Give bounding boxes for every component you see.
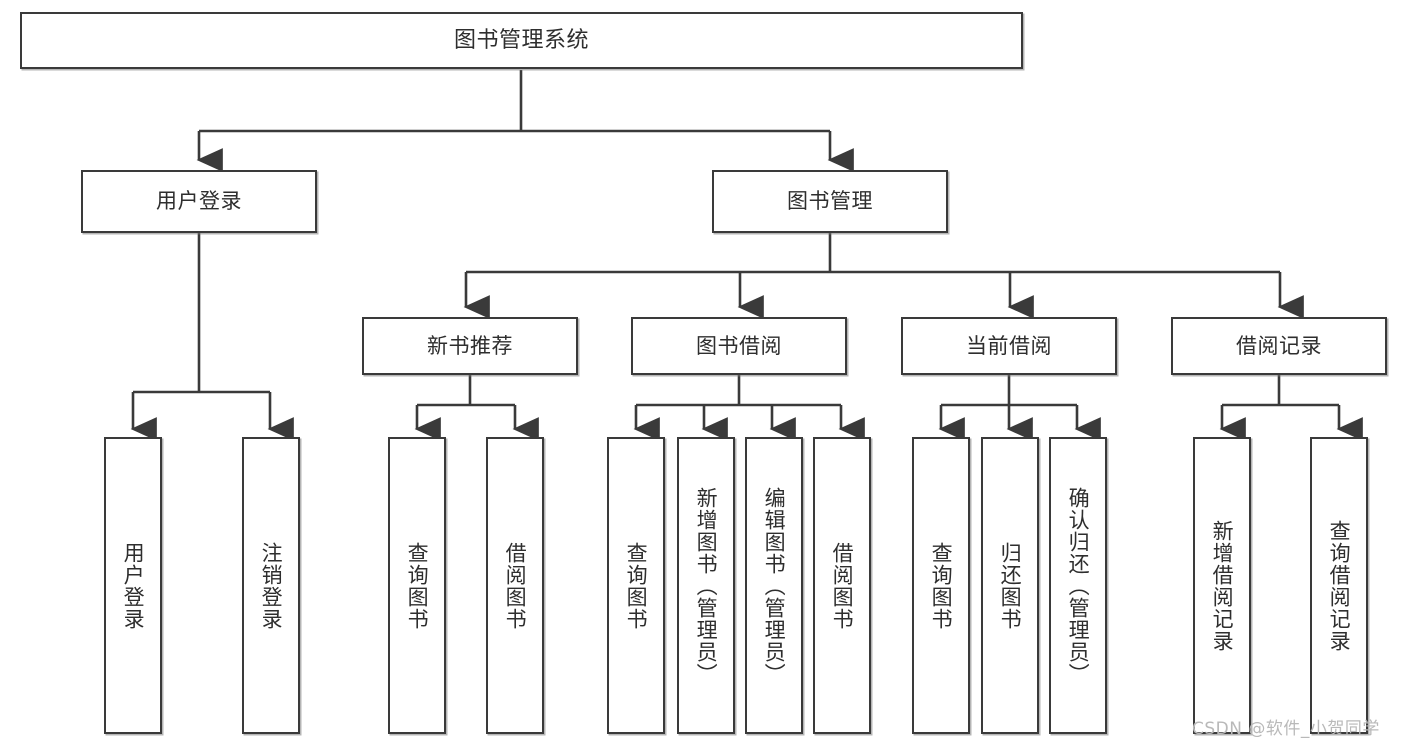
leaf-current-borrow-query[interactable]: 查询图书 [912, 437, 970, 734]
leaf-book-borrow-edit[interactable]: 编辑图书（管理员） [745, 437, 803, 734]
node-label: 当前借阅 [966, 333, 1052, 358]
node-new-book-recommend[interactable]: 新书推荐 [362, 317, 578, 375]
leaf-book-borrow-add[interactable]: 新增图书（管理员） [677, 437, 735, 734]
leaf-user-login-login[interactable]: 用户登录 [104, 437, 162, 734]
leaf-label: 确认归还（管理员） [1066, 486, 1091, 685]
node-label: 用户登录 [156, 189, 242, 214]
leaf-label: 归还图书 [998, 541, 1023, 630]
leaf-borrow-record-add[interactable]: 新增借阅记录 [1193, 437, 1251, 734]
node-borrow-record[interactable]: 借阅记录 [1171, 317, 1387, 375]
leaf-book-borrow-borrow[interactable]: 借阅图书 [813, 437, 871, 734]
leaf-user-login-logout[interactable]: 注销登录 [242, 437, 300, 734]
leaf-label: 查询图书 [624, 541, 649, 630]
leaf-label: 查询图书 [929, 541, 954, 630]
node-root-system[interactable]: 图书管理系统 [20, 12, 1023, 69]
node-label: 借阅记录 [1236, 333, 1322, 358]
leaf-label: 新增借阅记录 [1210, 519, 1235, 652]
leaf-new-book-query[interactable]: 查询图书 [388, 437, 446, 734]
leaf-borrow-record-query[interactable]: 查询借阅记录 [1310, 437, 1368, 734]
node-label: 图书管理 [787, 189, 873, 214]
node-label: 图书管理系统 [453, 27, 589, 53]
leaf-label: 用户登录 [121, 541, 146, 630]
leaf-label: 借阅图书 [503, 541, 528, 630]
node-label: 新书推荐 [427, 333, 513, 358]
node-current-borrow[interactable]: 当前借阅 [901, 317, 1117, 375]
leaf-label: 借阅图书 [830, 541, 855, 630]
node-book-borrow[interactable]: 图书借阅 [631, 317, 847, 375]
leaf-label: 注销登录 [259, 541, 284, 630]
node-user-login[interactable]: 用户登录 [81, 170, 317, 233]
leaf-current-borrow-return[interactable]: 归还图书 [981, 437, 1039, 734]
leaf-label: 新增图书（管理员） [694, 486, 719, 685]
leaf-label: 查询借阅记录 [1327, 519, 1352, 652]
leaf-current-borrow-confirm-return[interactable]: 确认归还（管理员） [1049, 437, 1107, 734]
leaf-book-borrow-query[interactable]: 查询图书 [607, 437, 665, 734]
node-book-management[interactable]: 图书管理 [712, 170, 948, 233]
leaf-label: 查询图书 [405, 541, 430, 630]
leaf-label: 编辑图书（管理员） [762, 486, 787, 685]
leaf-new-book-borrow[interactable]: 借阅图书 [486, 437, 544, 734]
node-label: 图书借阅 [696, 333, 782, 358]
